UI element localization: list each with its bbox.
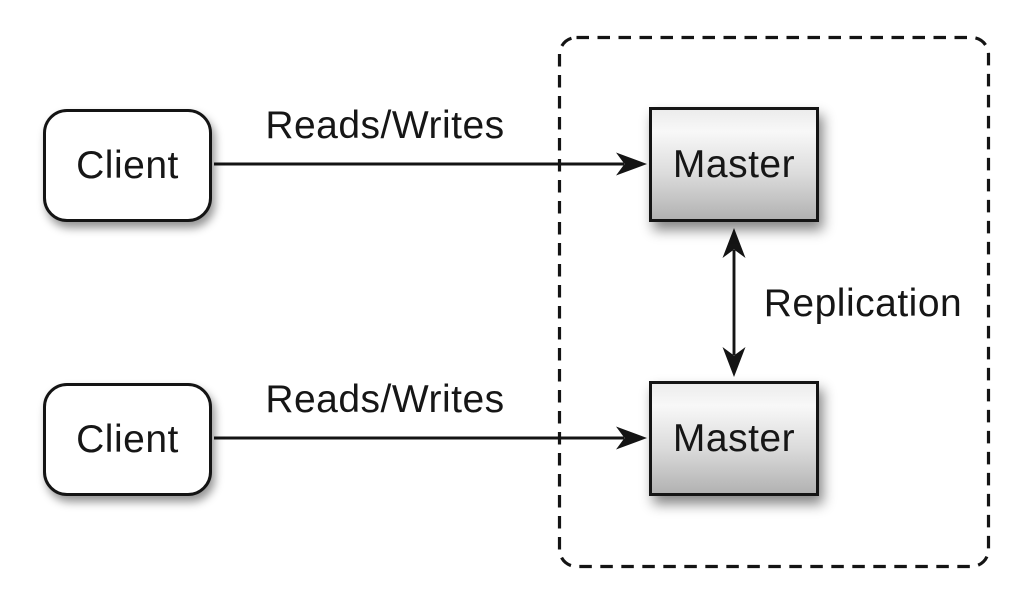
client-node-top: Client [43,109,212,222]
replication-cluster-boundary [557,35,991,569]
replication-arrow [722,228,746,377]
arrowhead-right-icon [616,152,647,176]
client-node-label: Client [76,418,179,461]
master-node-label: Master [672,143,796,186]
edge-label-reads-writes-bottom: Reads/Writes [265,378,505,421]
master-node-bottom: Master [649,381,819,496]
arrowhead-down-icon [722,347,746,377]
client-node-label: Client [76,144,179,187]
arrowhead-right-icon [616,426,647,450]
edge-label-reads-writes-top: Reads/Writes [265,104,505,147]
reads-writes-arrow-top [214,152,647,176]
client-node-bottom: Client [43,383,212,496]
master-node-top: Master [649,107,819,222]
edge-label-replication: Replication [763,282,963,325]
master-node-label: Master [672,417,796,460]
arrowhead-up-icon [722,228,746,258]
reads-writes-arrow-bottom [214,426,647,450]
